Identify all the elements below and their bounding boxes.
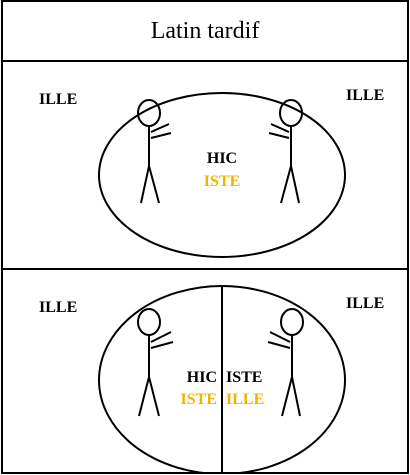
label-ille-right: ILLE bbox=[346, 295, 384, 312]
label-ille-left: ILLE bbox=[39, 91, 77, 108]
speaker-figure-left bbox=[137, 99, 172, 204]
panel2-diagram: ILLE ILLE HIC ISTE ISTE ILLE bbox=[39, 285, 384, 474]
listener-figure-right bbox=[268, 99, 303, 204]
label-ille-left: ILLE bbox=[39, 299, 77, 316]
label-iste-center: ISTE bbox=[204, 173, 240, 190]
panel-divided: ILLE ILLE HIC ISTE ISTE ILLE bbox=[3, 270, 407, 474]
label-iste-left: ISTE bbox=[181, 391, 217, 408]
table-header: Latin tardif bbox=[3, 2, 407, 62]
label-iste-right: ISTE bbox=[226, 369, 262, 386]
label-ille-right: ILLE bbox=[346, 87, 384, 104]
panel1-ellipse bbox=[98, 92, 346, 258]
label-ille-right-inner: ILLE bbox=[226, 391, 264, 408]
header-title: Latin tardif bbox=[150, 17, 260, 44]
panel1-diagram: ILLE ILLE HIC ISTE bbox=[39, 87, 384, 258]
label-hic-left: HIC bbox=[187, 369, 217, 386]
speaker-figure-left bbox=[137, 308, 174, 417]
listener-figure-right bbox=[267, 308, 304, 417]
panel-latin-tardif: ILLE ILLE HIC ISTE bbox=[3, 62, 407, 270]
label-hic-center: HIC bbox=[207, 150, 237, 167]
